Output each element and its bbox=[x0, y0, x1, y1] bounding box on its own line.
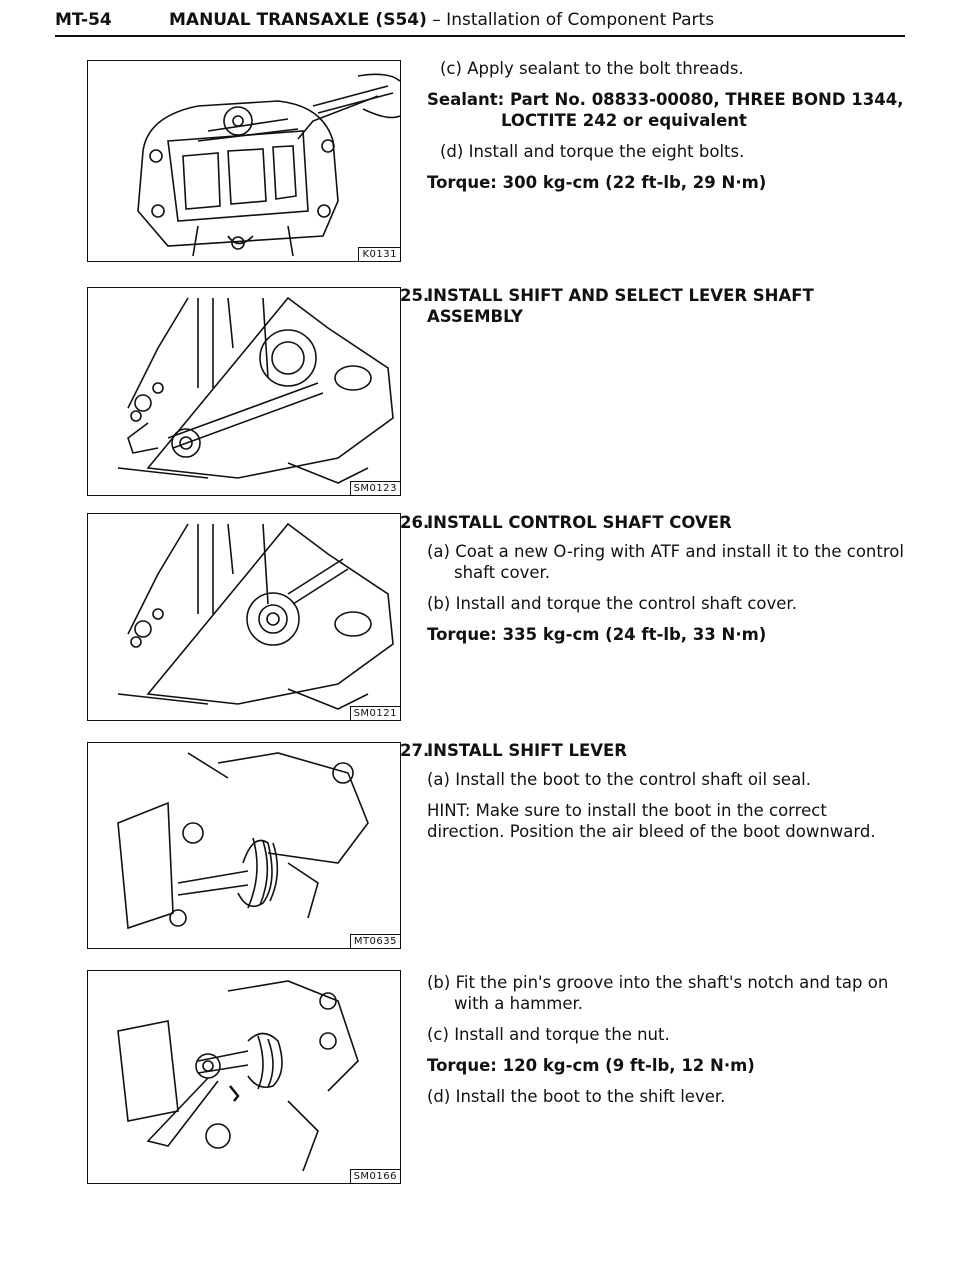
substep-a: (a) Coat a new O-ring with ATF and insta… bbox=[427, 542, 904, 582]
step-27-heading: 27. INSTALL SHIFT LEVER bbox=[400, 741, 627, 760]
substep-b: (b) Install and torque the control shaft… bbox=[427, 594, 797, 613]
page-number: MT-54 bbox=[55, 10, 112, 30]
figure-code: SM0121 bbox=[349, 706, 400, 720]
figure-code: SM0166 bbox=[349, 1169, 400, 1183]
step-26: 26. INSTALL CONTROL SHAFT COVER (a) Coat… bbox=[400, 512, 907, 655]
text-block-sealant: (c) Apply sealant to the bolt threads. S… bbox=[427, 58, 907, 203]
step-25: 25. INSTALL SHIFT AND SELECT LEVER SHAFT… bbox=[400, 285, 907, 333]
sealant-line2: LOCTITE 242 or equivalent bbox=[501, 111, 747, 130]
figure-code: MT0635 bbox=[349, 934, 400, 948]
figure-mt0635: MT0635 bbox=[87, 742, 401, 949]
sealant-spec: Sealant: Part No. 08833-00080, THREE BON… bbox=[427, 89, 907, 131]
substep-b: (b) Fit the pin's groove into the shaft'… bbox=[427, 973, 889, 1013]
shift-lever-nut-illustration bbox=[117, 980, 359, 1172]
substep-d: (d) Install and torque the eight bolts. bbox=[440, 142, 745, 161]
step-26-heading: 26. INSTALL CONTROL SHAFT COVER bbox=[400, 513, 732, 532]
lever-shaft-illustration bbox=[117, 296, 394, 484]
substep-d: (d) Install the boot to the shift lever. bbox=[427, 1087, 726, 1106]
figure-sm0121: SM0121 bbox=[87, 513, 401, 721]
substep-c: (c) Apply sealant to the bolt threads. bbox=[440, 59, 744, 78]
shift-lever-boot-illustration bbox=[117, 752, 369, 930]
page-title: MANUAL TRANSAXLE (S54) – Installation of… bbox=[169, 10, 715, 30]
torque-spec-2: Torque: 335 kg-cm (24 ft-lb, 33 N·m) bbox=[427, 625, 767, 644]
substep-c: (c) Install and torque the nut. bbox=[427, 1025, 670, 1044]
torque-spec-3: Torque: 120 kg-cm (9 ft-lb, 12 N·m) bbox=[427, 1056, 755, 1075]
header-rule bbox=[55, 35, 905, 37]
hint: HINT: Make sure to install the boot in t… bbox=[427, 801, 876, 841]
substep-a: (a) Install the boot to the control shaf… bbox=[427, 770, 812, 789]
figure-code: K0131 bbox=[358, 247, 400, 261]
torque-spec-1: Torque: 300 kg-cm (22 ft-lb, 29 N·m) bbox=[427, 173, 767, 192]
step-27: 27. INSTALL SHIFT LEVER (a) Install the … bbox=[400, 740, 907, 852]
page-header: MT-54 MANUAL TRANSAXLE (S54) – Installat… bbox=[55, 8, 905, 37]
step-27-continued: (b) Fit the pin's groove into the shaft'… bbox=[400, 972, 907, 1117]
transaxle-cover-illustration bbox=[137, 73, 400, 257]
sealant-label: Sealant: bbox=[427, 90, 505, 109]
sealant-line1: Part No. 08833-00080, THREE BOND 1344, bbox=[509, 90, 904, 109]
figure-sm0123: SM0123 bbox=[87, 287, 401, 496]
figure-sm0166: SM0166 bbox=[87, 970, 401, 1184]
step-25-heading: 25. INSTALL SHIFT AND SELECT LEVER SHAFT… bbox=[400, 286, 814, 326]
control-shaft-cover-illustration bbox=[117, 522, 394, 710]
figure-code: SM0123 bbox=[349, 481, 400, 495]
figure-k0131: K0131 bbox=[87, 60, 401, 262]
